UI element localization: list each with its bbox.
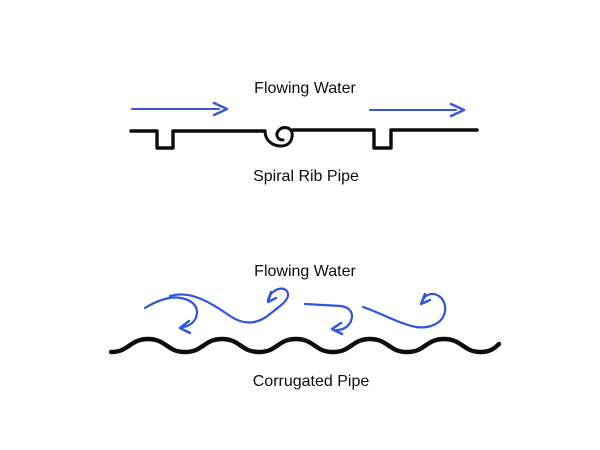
- spiral-rib-pipe-group: [129, 101, 479, 150]
- spiral-rib-pipe-caption: Spiral Rib Pipe: [253, 168, 359, 185]
- lock-seam-spiral-icon: [263, 126, 294, 148]
- corrugated-pipe-wall: [108, 336, 502, 355]
- corrugated-pipe-caption: Corrugated Pipe: [252, 373, 370, 390]
- spiral-rib-pipe-wall: [129, 128, 479, 150]
- top-flowing-water-label: Flowing Water: [254, 80, 356, 97]
- eddy-arrow-4-icon: [361, 292, 447, 329]
- eddy-arrow-1-icon: [143, 296, 199, 335]
- corrugated-pipe-group: [108, 287, 502, 355]
- eddy-arrow-2-icon: [168, 287, 290, 324]
- bottom-flowing-water-label: Flowing Water: [254, 263, 356, 280]
- flow-arrow-left-icon: [130, 101, 229, 117]
- eddy-arrow-3-icon: [303, 302, 354, 336]
- flow-arrow-right-icon: [368, 102, 466, 118]
